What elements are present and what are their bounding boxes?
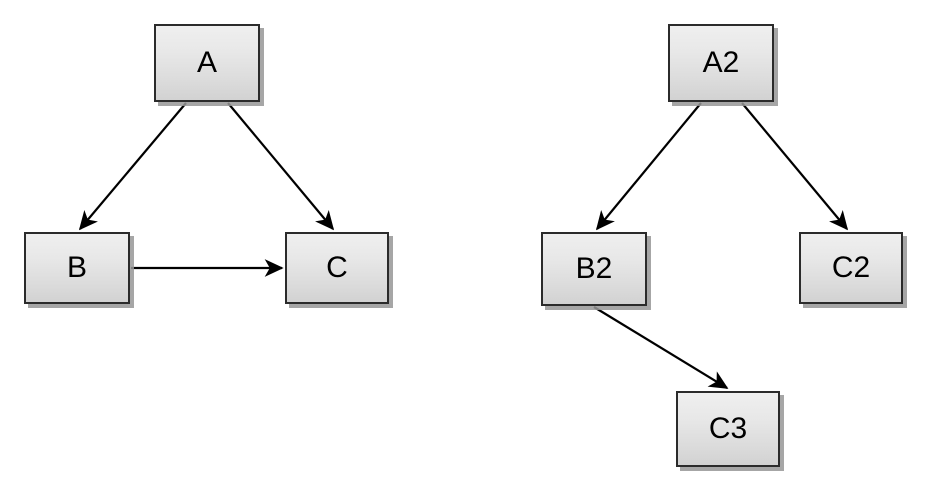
node-label-c: C xyxy=(326,251,348,284)
node-b[interactable]: B xyxy=(24,232,130,304)
edges-group xyxy=(78,102,849,389)
edge-a2-c2[interactable] xyxy=(741,102,849,231)
node-c[interactable]: C xyxy=(285,232,389,304)
node-c3[interactable]: C3 xyxy=(676,391,780,467)
node-label-a2: A2 xyxy=(702,46,740,79)
node-c2[interactable]: C2 xyxy=(799,232,903,304)
edge-b2-c3[interactable] xyxy=(593,306,729,389)
node-a[interactable]: A xyxy=(154,24,260,102)
node-label-a: A xyxy=(196,46,217,79)
edge-a-c[interactable] xyxy=(227,102,335,231)
node-label-b2: B2 xyxy=(575,252,613,285)
node-label-b: B xyxy=(66,251,87,284)
node-a2[interactable]: A2 xyxy=(668,24,774,102)
node-label-c2: C2 xyxy=(831,251,871,284)
edge-a2-b2[interactable] xyxy=(595,102,702,231)
node-label-c3: C3 xyxy=(708,412,748,445)
node-b2[interactable]: B2 xyxy=(541,232,647,306)
edge-a-b[interactable] xyxy=(78,102,187,231)
